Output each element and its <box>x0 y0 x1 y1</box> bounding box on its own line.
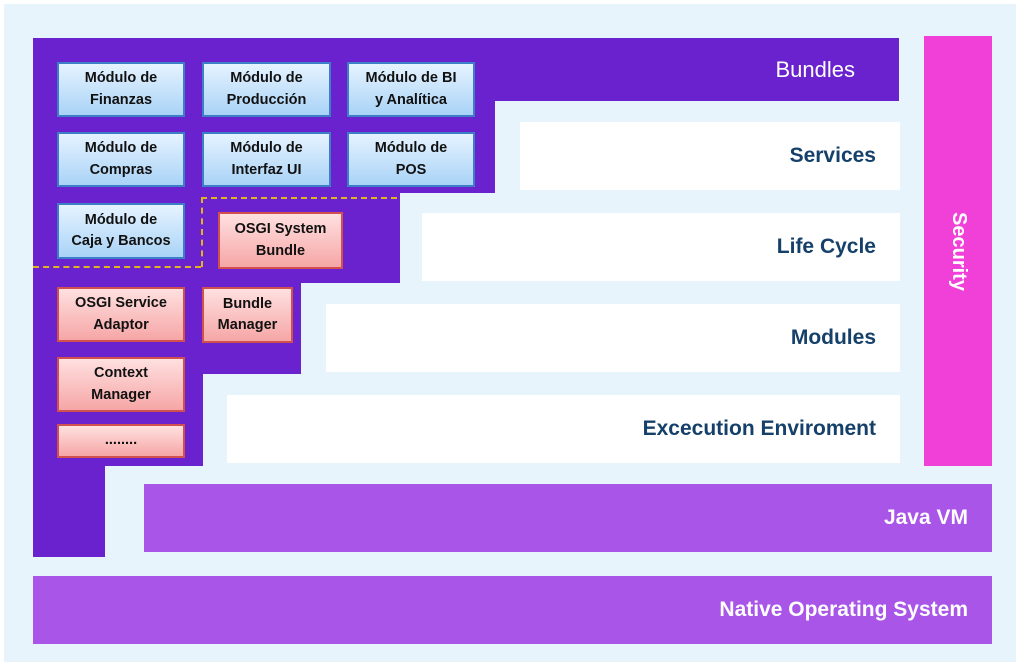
execution-environment-layer: Excecution Enviroment <box>227 395 900 463</box>
module-bi-analitica: Módulo de BI y Analítica <box>347 62 475 117</box>
module-label: OSGI Service Adaptor <box>75 295 167 333</box>
native-os-layer: Native Operating System <box>33 576 992 644</box>
services-layer: Services <box>520 122 900 190</box>
module-label: Módulo de Producción <box>226 70 307 108</box>
module-label: Bundle Manager <box>217 295 278 333</box>
dashed-separator <box>33 266 201 268</box>
module-label: Módulo de Finanzas <box>84 70 158 108</box>
security-layer: Security <box>924 36 992 466</box>
module-produccion: Módulo de Producción <box>202 62 331 117</box>
module-label: Módulo de BI y Analítica <box>365 70 457 108</box>
java-vm-layer: Java VM <box>144 484 992 552</box>
module-label: Módulo de Compras <box>84 140 158 178</box>
module-label: ........ <box>104 432 138 449</box>
module-context-manager: Context Manager <box>57 357 185 412</box>
bundles-label: Bundles <box>775 57 855 82</box>
module-interfaz-ui: Módulo de Interfaz UI <box>202 132 331 187</box>
module-bundle-manager: Bundle Manager <box>202 287 293 343</box>
security-label: Security <box>947 211 970 291</box>
dashed-separator <box>201 197 203 267</box>
module-osgi-service-adaptor: OSGI Service Adaptor <box>57 287 185 342</box>
module-label: Módulo de POS <box>374 140 448 178</box>
module-caja-bancos: Módulo de Caja y Bancos <box>57 203 185 259</box>
module-label: Módulo de Caja y Bancos <box>71 211 171 249</box>
modules-layer: Modules <box>326 304 900 372</box>
dashed-separator <box>201 197 397 199</box>
module-more: ........ <box>57 424 185 458</box>
module-osgi-system-bundle: OSGI System Bundle <box>218 212 343 269</box>
osgi-architecture-diagram: Bundles Services Life Cycle Modules Exce… <box>4 4 1016 662</box>
module-label: Módulo de Interfaz UI <box>230 140 303 178</box>
module-label: OSGI System Bundle <box>234 221 327 259</box>
life-cycle-layer: Life Cycle <box>422 213 900 281</box>
module-compras: Módulo de Compras <box>57 132 185 187</box>
module-label: Context Manager <box>91 365 151 403</box>
module-finanzas: Módulo de Finanzas <box>57 62 185 117</box>
module-pos: Módulo de POS <box>347 132 475 187</box>
